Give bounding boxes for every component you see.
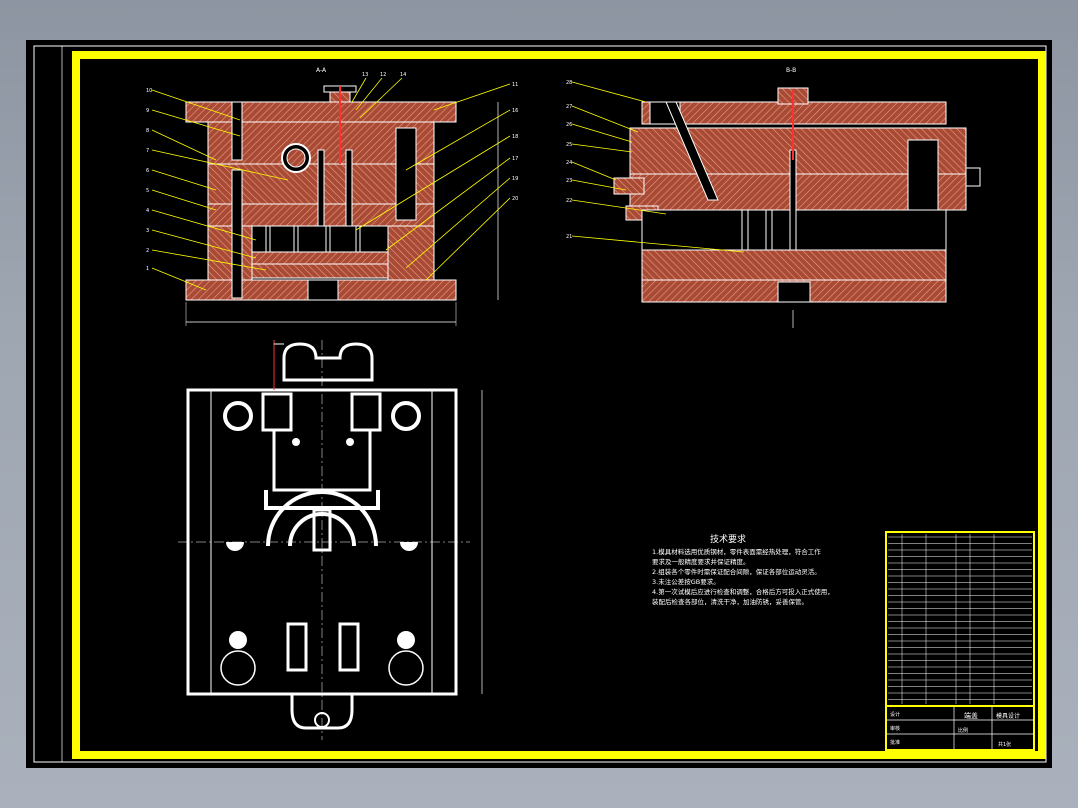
main-view-right-callouts: 11 16 18 17 19 20 bbox=[355, 82, 518, 281]
title-approved: 批准 bbox=[890, 739, 900, 746]
callout-26: 26 bbox=[566, 122, 572, 128]
side-section-view[interactable]: B-B bbox=[613, 67, 981, 328]
callout-11: 11 bbox=[512, 82, 518, 88]
callout-24: 24 bbox=[566, 160, 572, 166]
callout-28: 28 bbox=[566, 80, 572, 86]
main-view-top-callouts: 13 12 14 bbox=[351, 72, 406, 119]
main-view-label: A-A bbox=[316, 67, 327, 74]
callout-19: 19 bbox=[512, 176, 518, 182]
title-drawn: 设计 bbox=[890, 711, 900, 718]
callout-16: 16 bbox=[512, 108, 518, 114]
side-view-callouts: 28 27 26 25 24 23 22 21 bbox=[566, 80, 745, 253]
callout-13: 13 bbox=[362, 72, 368, 78]
tech-line-5: 4.第一次试模后应进行检查和调整，合格后方可投入正式使用， bbox=[652, 587, 834, 596]
tech-requirements: 技术要求 1.模具材料选用优质钢材，零件表面需经热处理，符合工作 要求及一般精度… bbox=[652, 533, 834, 606]
callout-18: 18 bbox=[512, 134, 518, 140]
callout-8: 8 bbox=[146, 128, 149, 134]
cad-canvas[interactable]: A-A bbox=[26, 40, 1052, 768]
title-block[interactable]: 端盖 模具设计 设计 审核 批准 比例 共1张 bbox=[885, 705, 1035, 751]
callout-25: 25 bbox=[566, 142, 572, 148]
callout-1: 1 bbox=[146, 266, 149, 272]
callout-5: 5 bbox=[146, 188, 149, 194]
tech-line-2: 要求及一般精度要求并保证精度。 bbox=[652, 557, 750, 566]
tech-line-6: 装配后检查各部位，清洗干净，加油防锈，妥善保管。 bbox=[652, 597, 808, 606]
callout-9: 9 bbox=[146, 108, 149, 114]
callout-17: 17 bbox=[512, 156, 518, 162]
title-checked: 审核 bbox=[890, 725, 900, 732]
callout-20: 20 bbox=[512, 196, 518, 202]
parts-list[interactable] bbox=[885, 531, 1035, 707]
callout-27: 27 bbox=[566, 104, 572, 110]
sheet-yellow-border bbox=[72, 51, 1046, 759]
callout-22: 22 bbox=[566, 198, 572, 204]
tech-line-4: 3.未注公差按GB要求。 bbox=[652, 577, 720, 586]
callout-3: 3 bbox=[146, 228, 149, 234]
title-sheet: 共1张 bbox=[998, 741, 1011, 748]
callout-23: 23 bbox=[566, 178, 572, 184]
callout-10: 10 bbox=[146, 88, 152, 94]
tech-line-3: 2.组装各个零件时需保证配合间隙，保证各部位运动灵活。 bbox=[652, 567, 821, 576]
main-section-view[interactable]: A-A bbox=[185, 67, 499, 326]
tech-line-1: 1.模具材料选用优质钢材，零件表面需经热处理，符合工作 bbox=[652, 547, 821, 556]
tech-requirements-title: 技术要求 bbox=[710, 533, 746, 545]
plan-view[interactable] bbox=[178, 340, 483, 740]
callout-6: 6 bbox=[146, 168, 149, 174]
callout-7: 7 bbox=[146, 148, 149, 154]
callout-2: 2 bbox=[146, 248, 149, 254]
callout-12: 12 bbox=[380, 72, 386, 78]
callout-4: 4 bbox=[146, 208, 149, 214]
callout-21: 21 bbox=[566, 234, 572, 240]
side-view-label: B-B bbox=[786, 67, 796, 74]
main-view-left-callouts: 10 9 8 7 6 5 4 3 2 1 bbox=[146, 88, 289, 291]
title-school: 模具设计 bbox=[996, 712, 1020, 720]
title-scale-label: 比例 bbox=[958, 727, 968, 734]
callout-14: 14 bbox=[400, 72, 406, 78]
title-drawing-name: 端盖 bbox=[964, 711, 978, 720]
